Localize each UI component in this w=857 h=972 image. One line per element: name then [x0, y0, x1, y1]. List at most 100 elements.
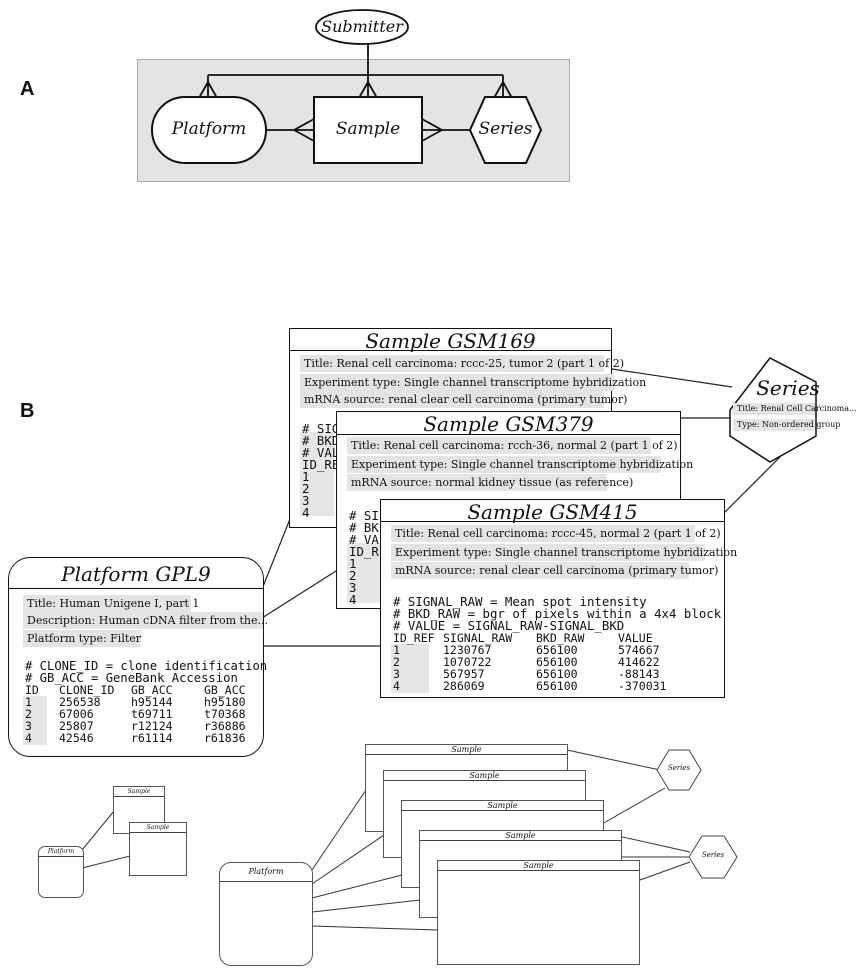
id-cell: 3: [302, 493, 310, 508]
table-cell: 656100: [536, 667, 578, 681]
series-type-field: Type: Non-ordered group: [733, 419, 840, 431]
id-column-shading: [347, 543, 381, 603]
table-cell: -88143: [618, 667, 660, 681]
id-cell: 4: [393, 679, 400, 693]
id-cell: 1: [393, 643, 400, 657]
id-cell: 1: [25, 695, 32, 709]
platform-type-field: Platform type: Filter: [23, 630, 141, 647]
title-divider: [337, 434, 680, 435]
column-header: BKD_RAW: [536, 631, 585, 645]
id-cell: 1: [349, 556, 357, 571]
table-cell: 25807: [59, 719, 94, 733]
platform-title: Platform GPL9: [61, 562, 211, 586]
overview-series-label: Series: [667, 764, 691, 772]
sample-title-field: Title: Renal cell carcinoma: rcch-36, no…: [347, 437, 678, 454]
table-cell: r36886: [204, 719, 246, 733]
column-header: ID_REF: [393, 631, 435, 645]
submitter-entity: Submitter: [321, 17, 403, 36]
id-column-shading: [391, 644, 429, 693]
id-cell: 4: [302, 505, 310, 520]
table-cell: 256538: [59, 695, 101, 709]
table-cell: -370031: [618, 679, 667, 693]
sample-entity: Sample: [335, 119, 401, 139]
column-header: GB_ACC: [204, 683, 246, 697]
panel-b-label: B: [20, 400, 35, 422]
comment-line: # GB_ACC = GeneBank Accession: [25, 671, 238, 685]
id-cell: 1: [302, 469, 310, 484]
comment-line: # SIGNAL_RAW = Mean spot intensity: [393, 594, 647, 609]
comment-line: # VALUE = SIGNAL_RAW-SIGNAL_BKD: [393, 618, 625, 633]
mini-sample-label: Sample: [130, 823, 186, 833]
overview-sample-label: Sample: [384, 771, 585, 781]
code-line: # SIG: [302, 421, 340, 436]
table-cell: t70368: [204, 707, 246, 721]
panel-a-label: A: [20, 78, 35, 100]
id-column-shading: [300, 432, 334, 516]
platform-entity: Platform: [171, 119, 247, 139]
table-cell: h95144: [131, 695, 173, 709]
mini-platform-label: Platform: [39, 847, 83, 857]
column-header: GB_ACC: [131, 683, 173, 697]
experiment-type-field: Experiment type: Single channel transcri…: [347, 456, 693, 473]
overview-platform-label: Platform: [220, 863, 312, 882]
overview-series-label: Series: [701, 851, 725, 859]
mini-sample-label: Sample: [114, 787, 164, 797]
platform-description-field: Description: Human cDNA filter from the.…: [23, 612, 268, 629]
table-cell: 656100: [536, 643, 578, 657]
column-header: ID: [25, 683, 39, 697]
sample-title-field: Title: Renal cell carcinoma: rccc-45, no…: [391, 525, 721, 542]
overview-sample-label: Sample: [366, 745, 567, 755]
table-cell: 286069: [443, 679, 485, 693]
table-cell: 656100: [536, 679, 578, 693]
sample-title-field: Title: Renal cell carcinoma: rccc-25, tu…: [300, 355, 624, 372]
table-cell: h95180: [204, 695, 246, 709]
table-cell: t69711: [131, 707, 173, 721]
sample-title: Sample GSM169: [365, 329, 536, 353]
platform-title-field: Title: Human Unigene I, part 1: [23, 595, 199, 612]
id-cell: 2: [349, 568, 357, 583]
table-cell: 1070722: [443, 655, 492, 669]
table-cell: r61836: [204, 731, 246, 745]
code-line: # VAL: [302, 445, 340, 460]
column-header: CLONE_ID: [59, 683, 115, 697]
id-cell: 3: [393, 667, 400, 681]
code-line: # SI: [349, 508, 379, 523]
code-line: # BKD: [302, 433, 340, 448]
id-cell: 2: [25, 707, 32, 721]
table-cell: 656100: [536, 655, 578, 669]
code-line: # BK: [349, 520, 379, 535]
title-divider: [9, 588, 263, 589]
mini-sample-card: Sample: [129, 822, 187, 876]
experiment-type-field: Experiment type: Single channel transcri…: [391, 544, 737, 561]
mrna-source-field: mRNA source: renal clear cell carcinoma …: [391, 562, 718, 579]
overview-platform-card: Platform: [219, 862, 313, 966]
id-cell: 3: [25, 719, 32, 733]
id-cell: 4: [25, 731, 32, 745]
table-cell: r61114: [131, 731, 173, 745]
comment-line: # BKD_RAW = bgr of pixels within a 4x4 b…: [393, 606, 722, 621]
sample-title: Sample GSM379: [423, 412, 594, 436]
table-cell: 67006: [59, 707, 94, 721]
overview-sample-card: Sample: [437, 860, 640, 965]
overview-sample-label: Sample: [420, 831, 621, 841]
sample-title: Sample GSM415: [467, 500, 638, 524]
id-column-shading: [23, 696, 47, 745]
table-cell: 574667: [618, 643, 660, 657]
code-line: # VA: [349, 532, 379, 547]
table-cell: 1230767: [443, 643, 492, 657]
title-divider: [381, 521, 724, 522]
id-cell: 2: [393, 655, 400, 669]
er-diagram-connectors: [151, 9, 543, 164]
mini-platform-card: Platform: [38, 846, 84, 898]
column-header: SIGNAL_RAW: [443, 631, 513, 645]
mrna-source-field: mRNA source: normal kidney tissue (as re…: [347, 474, 633, 491]
table-cell: 414622: [618, 655, 660, 669]
overview-sample-label: Sample: [438, 861, 639, 871]
experiment-type-field: Experiment type: Single channel transcri…: [300, 374, 646, 391]
series-hexagon-title: Series: [756, 376, 820, 400]
title-divider: [290, 350, 611, 351]
code-line: ID_REF: [302, 457, 347, 472]
table-cell: r12124: [131, 719, 173, 733]
platform-card-gpl9: Platform GPL9 Title: Human Unigene I, pa…: [8, 557, 268, 757]
